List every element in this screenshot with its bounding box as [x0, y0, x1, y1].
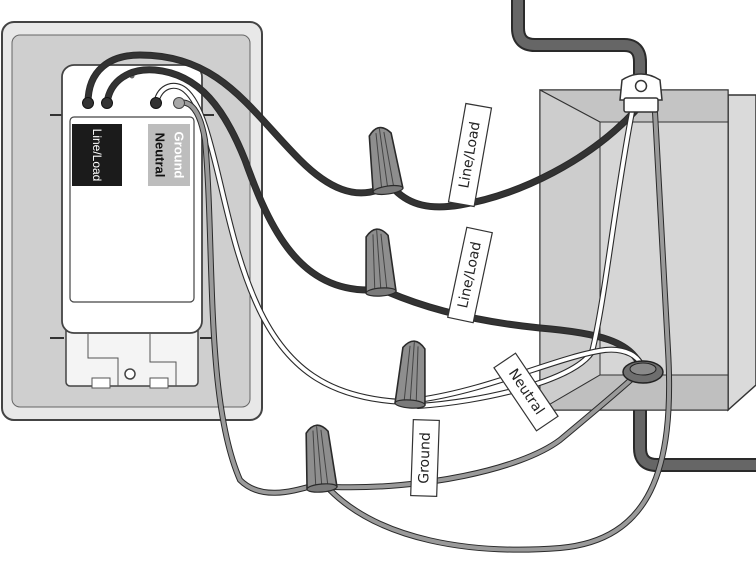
terminal-neutral: [151, 98, 162, 109]
wire-label-line-load-2: Line/Load: [448, 227, 493, 322]
bottom-cable-clamp: [623, 361, 663, 383]
wire-nut-ground: [302, 424, 338, 493]
conduit-top: [518, 0, 640, 92]
wire-nut-neutral: [395, 340, 430, 409]
terminal-line-load-1: [83, 98, 94, 109]
switch-device: Line/Load Ground Neutral: [50, 65, 214, 388]
device-line-load-label: Line/Load: [90, 129, 104, 182]
wire-label-ground: Ground: [411, 420, 440, 497]
box-right-side: [728, 95, 756, 410]
device-screw: [125, 369, 135, 379]
terminal-ground: [174, 98, 185, 109]
top-cable-clamp: [620, 74, 662, 112]
terminal-line-load-2: [102, 98, 113, 109]
wire-nut-line-load-2: [362, 228, 397, 297]
device-neutral-label: Neutral: [153, 133, 168, 178]
device-ground-label: Ground: [172, 132, 187, 179]
wire-label-line-load-1: Line/Load: [449, 104, 492, 207]
wire-nut-line-load-1: [364, 126, 403, 197]
wire-label-ground-text: Ground: [416, 432, 434, 484]
